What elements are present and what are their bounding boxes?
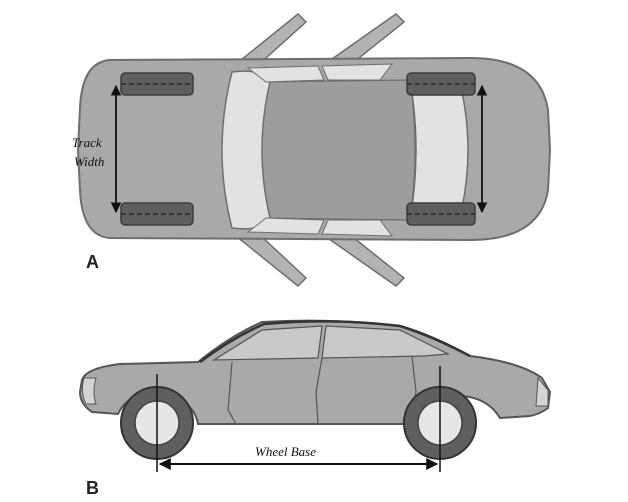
- side-view-roof-line: [199, 320, 471, 364]
- side-windows: [246, 63, 394, 237]
- axle-centerlines: [121, 83, 475, 215]
- track-width-label-line1: Track: [72, 135, 102, 150]
- wheel-base-label-bg: [250, 442, 330, 460]
- top-view-roof: [255, 79, 416, 221]
- side-view-windows: [211, 325, 451, 361]
- top-view-car: [76, 12, 552, 288]
- rear-window: [409, 79, 469, 221]
- front-bumper: [81, 377, 97, 405]
- panel-label-b: B: [86, 478, 99, 498]
- wheel-base-label: Wheel Base: [255, 444, 316, 459]
- rear-bumper: [535, 376, 549, 407]
- panel-label-a: A: [86, 252, 99, 272]
- track-width-label-line2: Width: [74, 154, 104, 169]
- side-view-car: [78, 319, 552, 472]
